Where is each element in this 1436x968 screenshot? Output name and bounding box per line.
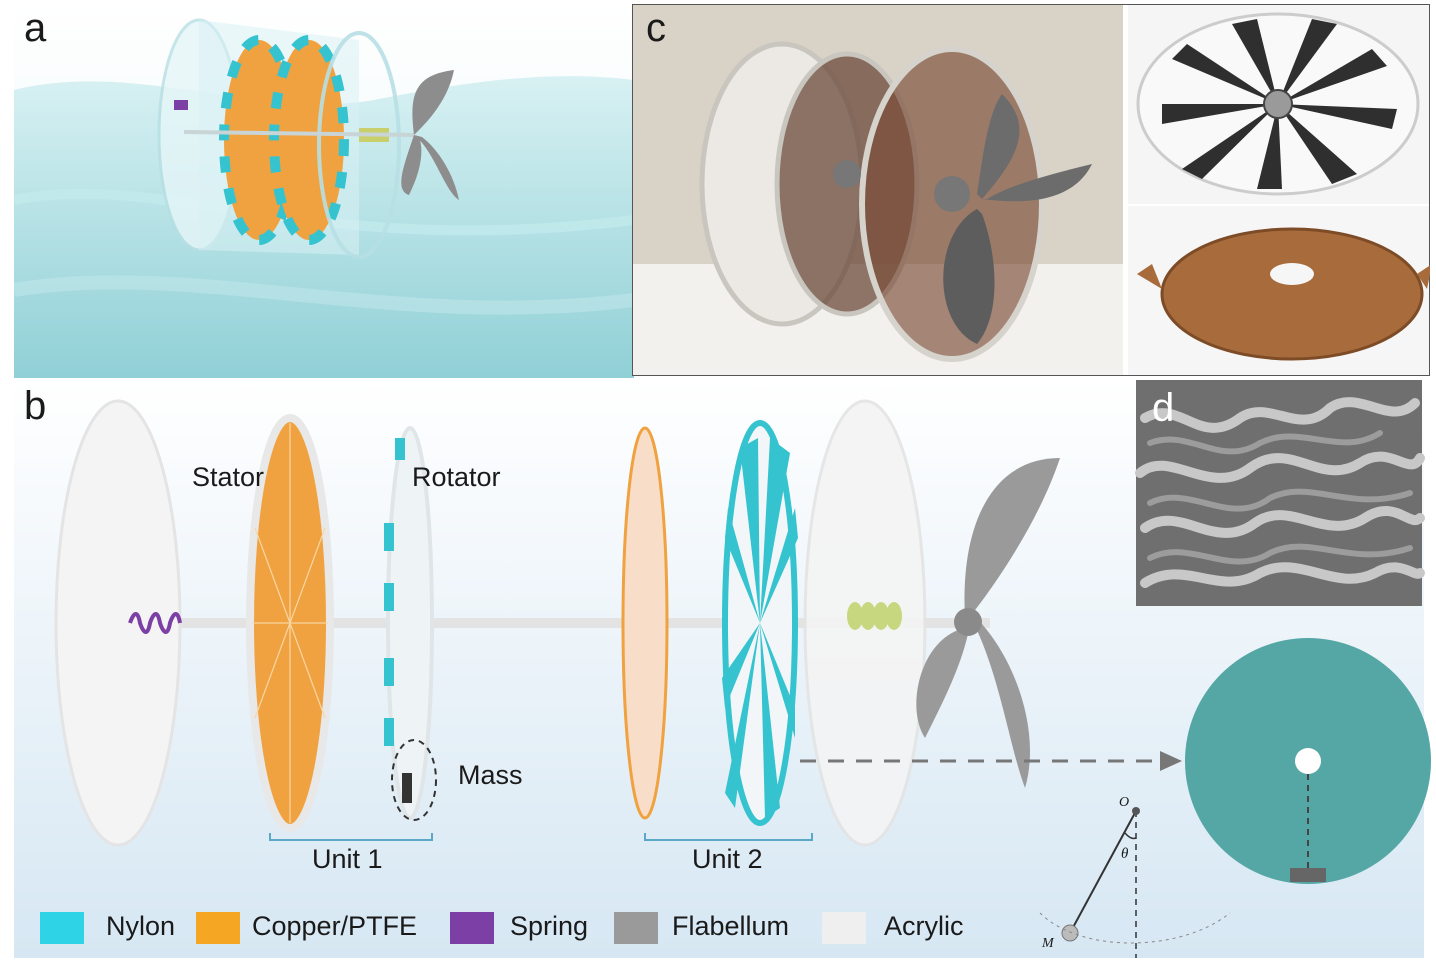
legend-swatch-nylon	[40, 912, 84, 944]
label-stator: Stator	[192, 462, 265, 492]
panel-c-photo	[632, 4, 1430, 376]
mass-highlight	[391, 739, 437, 821]
rotator-disc-unit1	[386, 426, 434, 820]
legend-label-flabellum: Flabellum	[672, 911, 790, 941]
legend-swatch-flabellum	[614, 912, 658, 944]
spring	[128, 612, 182, 634]
panel-label-a: a	[24, 6, 47, 50]
legend-label-copper: Copper/PTFE	[252, 911, 418, 941]
legend-label-nylon: Nylon	[106, 911, 176, 941]
label-rotator: Rotator	[412, 462, 501, 492]
label-pendulum-o: O	[1119, 795, 1130, 810]
legend-label-spring: Spring	[510, 911, 589, 941]
panel-label-d: d	[1152, 386, 1175, 430]
label-pendulum-theta: θ	[1121, 846, 1129, 862]
flabellum-a	[401, 70, 459, 200]
stator-disc-unit2	[621, 426, 669, 820]
panel-label-c: c	[646, 6, 666, 50]
panel-label-b: b	[24, 384, 47, 428]
label-mass: Mass	[458, 760, 523, 790]
nylon-wheel-photo	[1136, 12, 1420, 196]
copper-disc-photo	[1137, 227, 1430, 361]
legend-swatch-spring	[450, 912, 494, 944]
disc-stack-a	[219, 35, 349, 245]
label-pendulum-m: M	[1042, 936, 1054, 951]
flabellum-b	[916, 458, 1060, 788]
legend-swatch-copper	[196, 912, 240, 944]
sem-image	[1135, 380, 1425, 606]
device-photo	[699, 41, 1092, 362]
pendulum-diagram	[1039, 807, 1231, 958]
legend-swatch-acrylic	[822, 912, 866, 944]
panel-a-illustration	[14, 0, 634, 380]
panel-b-exploded-view	[14, 378, 1431, 958]
label-unit-1: Unit 1	[312, 844, 383, 874]
label-unit-2: Unit 2	[692, 844, 763, 874]
legend-label-acrylic: Acrylic	[884, 911, 964, 941]
cylinder-front-rim	[317, 31, 401, 259]
